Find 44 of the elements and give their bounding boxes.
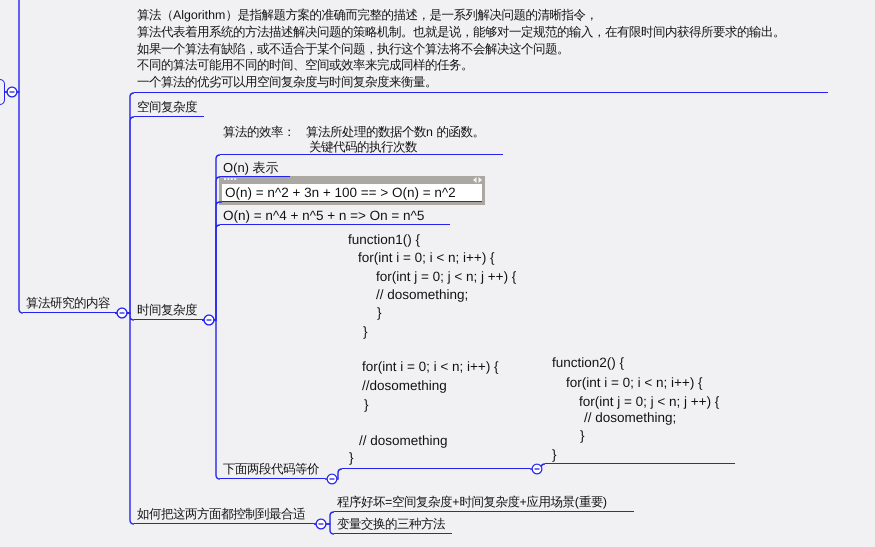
topic-label: O(n) = n^4 + n^5 + n => On = n^5: [220, 207, 450, 225]
code-line: // dosomething;: [376, 286, 468, 304]
code-line: for(int i = 0; i < n; i++) {: [566, 374, 703, 392]
connector-line: [5, 86, 24, 314]
topic-box: [0, 79, 5, 105]
code-line: for(int j = 0; j < n; j ++) {: [579, 393, 720, 411]
code-line: }: [552, 446, 557, 464]
code-line: }: [377, 304, 382, 322]
code-topic: [545, 354, 735, 464]
text-line: 关键代码的执行次数: [309, 140, 417, 155]
text-line: 算法的效率：: [223, 125, 295, 140]
topic: [134, 5, 828, 93]
topic-label: O(n) 表示: [220, 159, 290, 177]
connector-line: [314, 518, 335, 535]
connector-line: [325, 468, 343, 484]
connector-line: [202, 314, 221, 480]
text-line: 算法（Algorithm）是指解题方案的准确而完整的描述，是一系列解决问题的清晰指令，: [137, 7, 598, 24]
code-line: }: [349, 449, 354, 467]
code-line: //dosomething: [362, 377, 447, 395]
code-line: // dosomething;: [584, 409, 676, 427]
code-line: for(int j = 0; j < n; j ++) {: [376, 268, 516, 286]
text-line: 如果一个算法有缺陷，或不适合于某个问题，执行这个算法将不会解决这个问题。: [137, 40, 570, 58]
topic-label: 程序好坏=空间复杂度+时间复杂度+应用场景(重要): [334, 492, 634, 512]
code-line: function1() {: [348, 231, 420, 249]
connector-line: [530, 463, 546, 474]
text-line: 不同的算法可能用不同的时间、空间或效率来完成同样的任务。: [137, 57, 474, 74]
code-line: function2() {: [552, 354, 624, 372]
text-line: 一个算法的优劣可以用空间复杂度与时间复杂度来衡量。: [137, 74, 438, 91]
code-line: for(int i = 0; i < n; i++) {: [362, 358, 499, 376]
topic-label: 空间复杂度: [134, 97, 204, 117]
topic-label: 时间复杂度: [134, 300, 202, 320]
topic-label: 变量交换的三种方法: [334, 514, 452, 534]
topic-label: 如何把这两方面都控制到最合适: [134, 504, 314, 524]
topic-label: 算法研究的内容: [23, 293, 115, 313]
code-line: }: [580, 427, 585, 445]
text-line: 算法代表着用系统的方法描述解决问题的策略机制。也就是说，能够对一定规范的输入，在有限时间内获得所要求的输出。: [137, 24, 786, 41]
topic-label: 下面两段代码等价: [220, 459, 325, 479]
code-line: }: [364, 396, 369, 414]
text-line: 算法所处理的数据个数n 的函数。: [306, 125, 484, 140]
code-line: for(int i = 0; i < n; i++) {: [358, 249, 495, 267]
code-line: // dosomething: [359, 432, 448, 450]
code-line: }: [363, 323, 368, 341]
topic-label: O(n) = n^2 + 3n + 100 == > O(n) = n^2: [222, 184, 482, 202]
connector-line: [115, 308, 135, 525]
